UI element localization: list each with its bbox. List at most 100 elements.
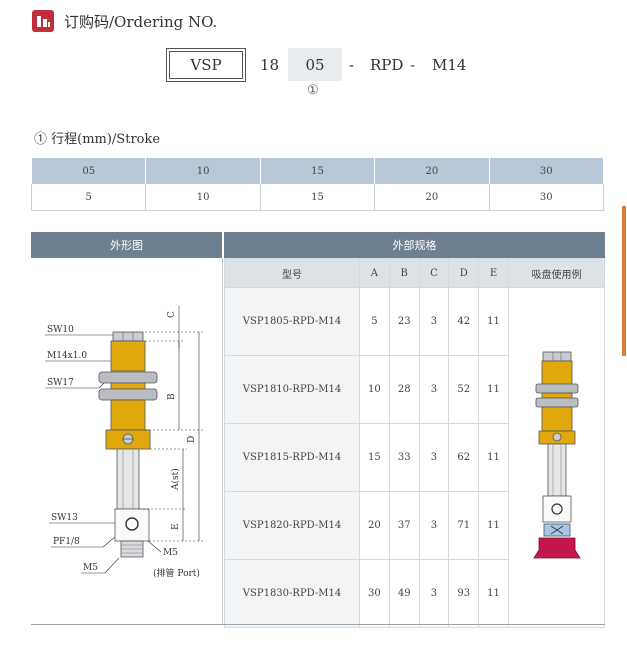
d-cell: 42	[448, 287, 480, 356]
model-cell: VSP1820-RPD-M14	[224, 491, 360, 560]
col-d: D	[448, 258, 480, 288]
table-row: VSP1815-RPD-M14 15 33 3 62 11	[224, 423, 605, 492]
d-cell: 93	[448, 559, 480, 628]
stroke-code: 05	[30, 157, 147, 184]
example-cell	[507, 287, 606, 628]
c-cell: 3	[418, 491, 450, 560]
model-cell: VSP1810-RPD-M14	[224, 355, 360, 424]
panel-divider	[222, 258, 223, 624]
stroke-code: 10	[145, 157, 261, 184]
suction-cup-icon	[533, 537, 581, 559]
table-row: VSP1805-RPD-M14 5 23 3 42 11	[224, 287, 606, 628]
e-cell: 11	[478, 423, 509, 492]
d-cell: 52	[448, 355, 480, 424]
stroke-value: 30	[488, 184, 605, 211]
a-cell: 10	[359, 355, 390, 424]
lock-nut-icon	[98, 371, 158, 384]
lock-nut-icon	[535, 383, 579, 394]
d-cell: 62	[448, 423, 480, 492]
stroke-table: 05 10 15 20 30 5 10 15 20 30	[30, 157, 605, 211]
code-type: RPD	[370, 56, 404, 74]
col-e: E	[478, 258, 509, 288]
col-example: 吸盘使用例	[507, 258, 606, 288]
e-cell: 11	[478, 355, 509, 424]
stroke-value: 5	[30, 184, 147, 211]
col-b: B	[388, 258, 420, 288]
model-cell: VSP1815-RPD-M14	[224, 423, 360, 492]
stroke-code: 15	[259, 157, 376, 184]
b-cell: 49	[388, 559, 420, 628]
ordering-title: 订购码/Ordering NO.	[64, 13, 218, 31]
bottom-rule	[31, 624, 605, 625]
label-thread: M14x1.0	[47, 351, 87, 361]
stroke-code: 30	[488, 157, 605, 184]
col-c: C	[418, 258, 450, 288]
label-m5-left: M5	[83, 563, 98, 573]
accent-bar	[622, 206, 626, 356]
a-cell: 30	[359, 559, 390, 628]
spec-header: 外部规格	[392, 239, 437, 252]
stroke-value: 20	[374, 184, 490, 211]
c-cell: 3	[418, 287, 450, 356]
e-cell: 11	[478, 491, 509, 560]
code-size: 18	[260, 56, 280, 74]
stroke-value: 10	[145, 184, 261, 211]
hex-nut-top-icon	[542, 351, 572, 362]
lock-nut-icon	[98, 388, 158, 401]
spec-table: 型号 A B C D E 吸盘使用例 VSP1805-RPD-M14 5 23 …	[224, 258, 606, 628]
b-cell: 23	[388, 287, 420, 356]
fitting-block-icon	[542, 495, 572, 523]
code-series-box: VSP	[166, 48, 246, 82]
outline-drawing: SW10 M14x1.0 SW17 SW13 PF1/8 M5 M5 (排管 P…	[45, 306, 203, 579]
stroke-marker: ①	[307, 83, 319, 98]
table-row: VSP1820-RPD-M14 20 37 3 71 11	[224, 491, 605, 560]
code-separator: -	[349, 56, 355, 74]
label-pf: PF1/8	[53, 537, 80, 547]
code-stroke-box: 05	[288, 48, 342, 81]
lock-nut-icon	[535, 397, 579, 408]
col-model: 型号	[224, 258, 360, 288]
spec-header-band: 外形图 外部规格	[31, 232, 605, 258]
d-cell: 71	[448, 491, 480, 560]
dim-b: B	[167, 393, 177, 400]
table-row: VSP1830-RPD-M14 30 49 3 93 11	[224, 559, 605, 628]
a-cell: 5	[359, 287, 390, 356]
brass-body-icon	[110, 340, 146, 372]
a-cell: 15	[359, 423, 390, 492]
b-cell: 28	[388, 355, 420, 424]
label-port: (排管 Port)	[153, 567, 200, 579]
c-cell: 3	[418, 423, 450, 492]
e-cell: 11	[478, 559, 509, 628]
b-cell: 37	[388, 491, 420, 560]
fitting-block-icon	[114, 508, 150, 542]
model-cell: VSP1805-RPD-M14	[224, 287, 360, 356]
label-sw13: SW13	[51, 513, 78, 523]
stroke-value: 15	[259, 184, 376, 211]
dim-e: E	[171, 523, 181, 530]
c-cell: 3	[418, 559, 450, 628]
dim-a: A(st)	[170, 468, 181, 491]
a-cell: 20	[359, 491, 390, 560]
dim-c: C	[167, 311, 177, 318]
e-cell: 11	[478, 287, 509, 356]
outline-drawing-header: 外形图	[31, 232, 224, 258]
c-cell: 3	[418, 355, 450, 424]
label-sw17: SW17	[47, 378, 74, 388]
brass-body-icon	[541, 360, 573, 386]
stroke-code: 20	[374, 157, 490, 184]
code-thread: M14	[432, 56, 467, 74]
label-sw10: SW10	[47, 325, 74, 335]
rod-icon	[116, 448, 140, 510]
col-a: A	[359, 258, 390, 288]
dim-d: D	[187, 436, 197, 443]
table-row: VSP1810-RPD-M14 10 28 3 52 11	[224, 355, 605, 424]
model-cell: VSP1830-RPD-M14	[224, 559, 360, 628]
rod-icon	[547, 443, 567, 497]
b-cell: 33	[388, 423, 420, 492]
code-separator: -	[410, 56, 416, 74]
hex-nut-top-icon	[112, 331, 144, 342]
suction-example-drawing	[533, 351, 581, 559]
stroke-title: ① 行程(mm)/Stroke	[34, 132, 161, 147]
label-m5-right: M5	[163, 548, 178, 558]
chart-bar-icon	[32, 10, 54, 32]
